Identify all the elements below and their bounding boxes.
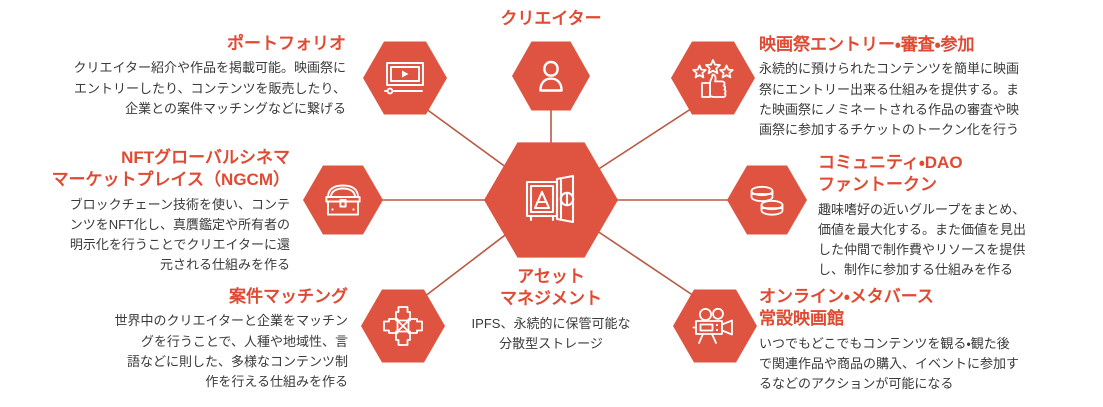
title-community-dao: コミュニティ・DAO ファントークン xyxy=(818,153,963,195)
title-project-matching: 案件マッチング xyxy=(229,287,348,306)
title-film-festival-entry: 映画祭エントリー・審査・参加 xyxy=(759,35,975,54)
movie-projector-icon xyxy=(692,307,738,345)
safe-vault-icon xyxy=(523,174,579,226)
desc-metaverse-cinema: いつでもどこでもコンテンツを観る・観た後 で関連作品や商品の購入、イベントに参加… xyxy=(759,335,1020,392)
treasure-chest-icon xyxy=(323,183,363,217)
hex-film-festival-entry[interactable] xyxy=(671,41,755,115)
desc-portfolio: クリエイター紹介や作品を掲載可能。映画祭に エントリーしたり、コンテンツを販売し… xyxy=(73,60,346,116)
desc-ngcm: ブロックチェーン技術を使い、コンテ ンツをNFT化し、真贋鑑定や所有者の 明示化… xyxy=(69,196,290,273)
hex-portfolio[interactable] xyxy=(363,41,447,115)
desc-asset-management: IPFS、永続的に保管可能な 分散型ストレージ xyxy=(471,315,631,352)
video-player-icon xyxy=(384,61,426,95)
coins-stack-icon xyxy=(747,183,787,217)
label-portfolio: ポートフォリオ クリエイター紹介や作品を掲載可能。映画祭に エントリーしたり、コ… xyxy=(16,33,346,119)
four-hands-teamwork-icon xyxy=(381,304,425,348)
title-metaverse-cinema: オンライン・メタバース 常設映画館 xyxy=(759,287,934,329)
title-ngcm: NFTグローバルシネマ マーケットプレイス（NGCM） xyxy=(51,148,290,190)
desc-project-matching: 世界中のクリエイターと企業をマッチン グを行うことで、人種や地域性、言 語などに… xyxy=(114,313,348,389)
title-asset-management: アセット マネジメント xyxy=(500,267,602,309)
hex-community-dao[interactable] xyxy=(727,165,807,235)
label-community-dao: コミュニティ・DAO ファントークン 趣味嗜好の近いグループをまとめ、 価値を最… xyxy=(818,152,1103,280)
desc-community-dao: 趣味嗜好の近いグループをまとめ、 価値を最大化する。また価値を見出 した仲間で制… xyxy=(818,201,1027,278)
label-asset-management: アセット マネジメント IPFS、永続的に保管可能な 分散型ストレージ xyxy=(426,266,676,354)
hex-asset-management[interactable] xyxy=(484,142,618,258)
label-project-matching: 案件マッチング 世界中のクリエイターと企業をマッチン グを行うことで、人種や地域… xyxy=(60,286,348,392)
person-user-icon xyxy=(537,59,565,93)
label-ngcm: NFTグローバルシネマ マーケットプレイス（NGCM） ブロックチェーン技術を使… xyxy=(8,147,290,275)
title-portfolio: ポートフォリオ xyxy=(227,34,346,53)
desc-film-festival-entry: 永続的に預けられたコンテンツを簡単に映画 祭にエントリー出来る仕組みを提供する。… xyxy=(759,61,1020,137)
title-creator: クリエイター xyxy=(500,9,602,28)
label-metaverse-cinema: オンライン・メタバース 常設映画館 いつでもどこでもコンテンツを観る・観た後 で… xyxy=(759,286,1103,394)
label-creator: クリエイター xyxy=(436,8,666,33)
hex-metaverse-cinema[interactable] xyxy=(673,289,757,363)
hex-ngcm[interactable] xyxy=(303,165,383,235)
hex-creator[interactable] xyxy=(512,41,590,111)
label-film-festival-entry: 映画祭エントリー・審査・参加 永続的に預けられたコンテンツを簡単に映画 祭にエン… xyxy=(759,34,1103,140)
thumbs-up-stars-icon xyxy=(691,58,735,98)
